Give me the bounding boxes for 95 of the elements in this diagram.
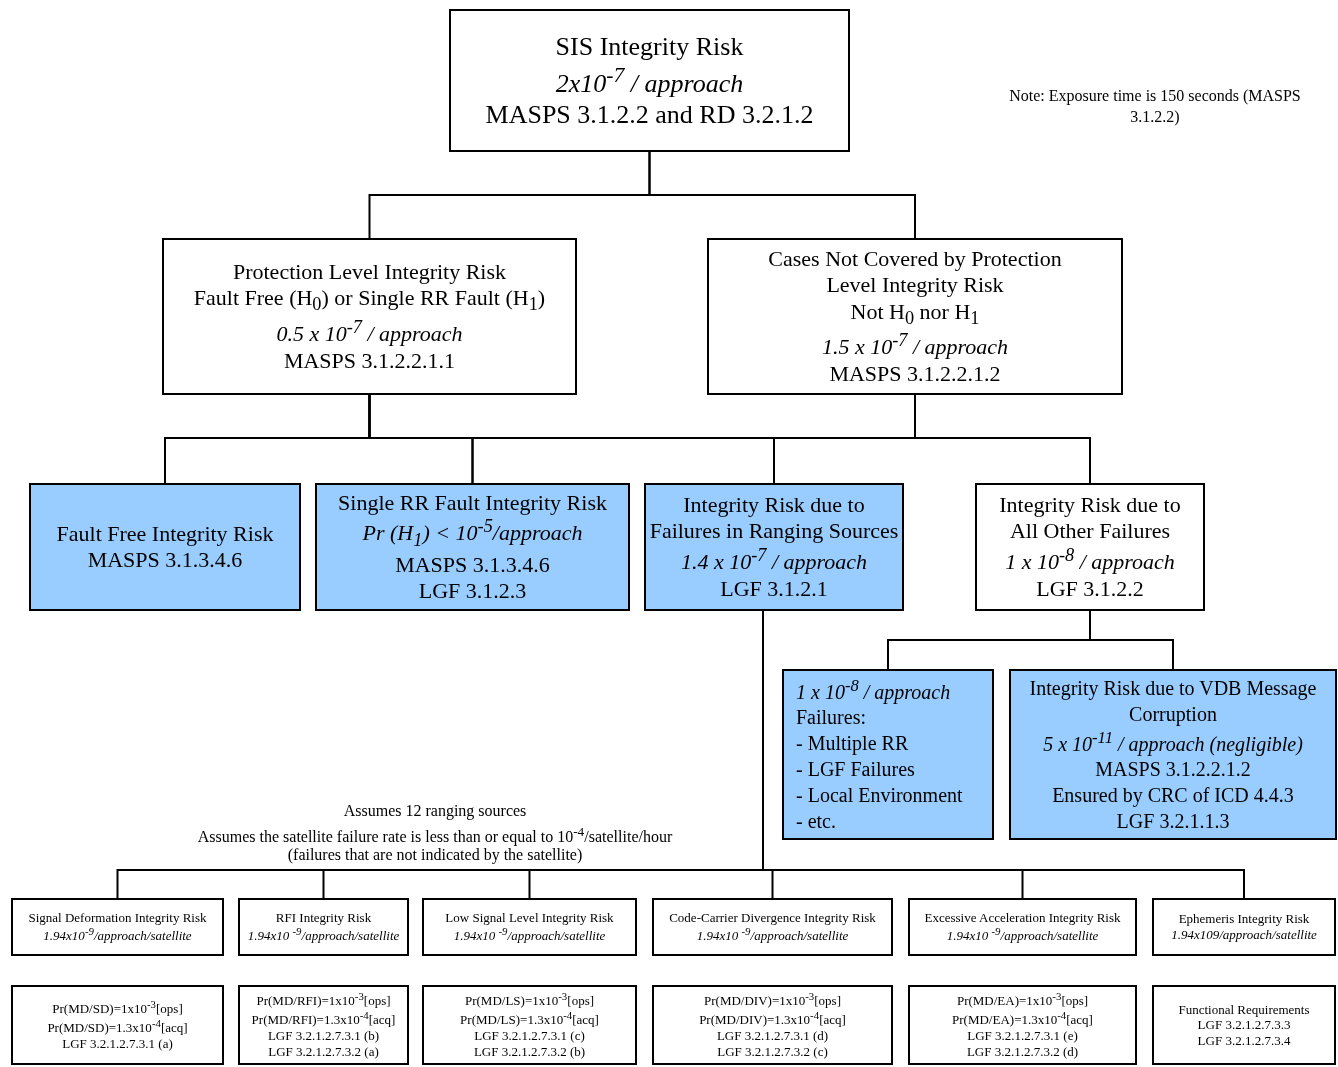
node-text: LGF 3.2.1.2.7.3.1 (e)	[967, 1028, 1078, 1044]
risk-box	[29, 483, 301, 611]
node-text: LGF 3.1.2.2	[1036, 575, 1144, 602]
node-text: 1 x 10$^{-8}$ / approach	[1005, 544, 1175, 576]
risk-box	[11, 898, 224, 956]
node-text: LGF 3.2.1.2.7.3.1 (a)	[62, 1036, 173, 1052]
node-text: Pr (H$_{1}$) < 10$^{-5}$/approach	[362, 515, 583, 552]
risk-box	[652, 898, 893, 956]
node-text: Integrity Risk due to Failures in Ranging Sources	[649, 492, 899, 545]
connector-line	[914, 394, 1091, 484]
node-text: LGF 3.2.1.2.7.3.2 (b)	[473, 1043, 586, 1060]
node-text: 1.94x10 $^{-9}$/approach/satellite	[696, 925, 849, 945]
node-text: Pr(MD/EA)=1.3x10$^{-4}$[acq]	[952, 1009, 1093, 1029]
node-text: Pr(MD/SD)=1x10$^{-3}$[ops]	[52, 998, 183, 1018]
node-text: Fault Free (H$_{0}$) or Single RR Fault (H$_{1}$)	[193, 285, 546, 317]
node-text: MASPS 3.1.2.2.1.2	[829, 360, 1001, 388]
node-text: Pr(MD/RFI)=1.3x10$^{-4}$[acq]	[251, 1009, 396, 1029]
top-risk-box	[449, 9, 850, 152]
node-text: MASPS 3.1.2.2 and RD 3.2.1.2	[485, 98, 814, 131]
note-text: Assumes 12 ranging sources	[342, 801, 528, 822]
risk-box	[908, 898, 1137, 956]
node-text: LGF 3.1.2.1	[720, 575, 828, 602]
node-text: 1.94x109/approach/satellite	[1171, 927, 1317, 943]
connector-line	[1089, 610, 1174, 670]
note-text: Assumes the satellite failure rate is less than or equal to 10$^{-4}$/satellite/hour	[196, 823, 674, 848]
requirement-box	[238, 985, 409, 1065]
node-text: LGF 3.1.2.3	[418, 578, 527, 605]
node-text: Pr(MD/DIV)=1.3x10$^{-4}$[acq]	[699, 1009, 846, 1029]
connector-line	[648, 151, 916, 239]
node-text: LGF 3.2.1.2.7.3.2 (c)	[717, 1043, 828, 1060]
requirement-box	[11, 985, 224, 1065]
node-text: Code-Carrier Divergence Integrity Risk	[669, 909, 876, 926]
node-text: 1.94x10 $^{-9}$/approach/satellite	[247, 925, 400, 945]
node-text: Pr(MD/RFI)=1x10$^{-3}$[ops]	[256, 990, 391, 1010]
risk-box	[422, 898, 637, 956]
node-text: - LGF Failures	[796, 757, 915, 783]
node-text: - Multiple RR	[796, 731, 909, 757]
node-text: MASPS 3.1.2.2.1.1	[283, 347, 456, 374]
node-text: Integrity Risk due to VDB Message Corruption	[1028, 675, 1318, 727]
node-text: LGF 3.2.1.2.7.3.1 (d)	[716, 1028, 829, 1044]
node-text: 2x10$^{-7}$ / approach	[555, 62, 744, 99]
node-text: MASPS 3.1.2.2.1.2	[1095, 757, 1251, 783]
node-text: Failures:	[796, 705, 866, 731]
node-text: Not H$_{0}$ nor H$_{1}$	[850, 298, 980, 330]
node-text: Excessive Acceleration Integrity Risk	[924, 909, 1121, 926]
requirement-box	[652, 985, 893, 1065]
node-text: MASPS 3.1.3.4.6	[395, 551, 550, 579]
node-text: Pr(MD/LS)=1.3x10$^{-4}$[acq]	[460, 1009, 599, 1029]
node-text: 1 x 10$^{-8}$ / approach	[796, 674, 951, 705]
risk-box	[238, 898, 409, 956]
node-text: LGF 3.2.1.2.7.3.2 (a)	[268, 1043, 379, 1060]
node-text: Pr(MD/LS)=1x10$^{-3}$[ops]	[465, 990, 594, 1010]
node-text: - etc.	[796, 809, 836, 835]
risk-box	[782, 669, 994, 840]
node-text: Protection Level Integrity Risk	[232, 259, 507, 286]
node-text: LGF 3.2.1.2.7.3.3	[1197, 1017, 1291, 1033]
risk-box	[707, 238, 1123, 395]
node-text: Ensured by CRC of ICD 4.4.3	[1052, 783, 1294, 809]
requirement-box	[422, 985, 637, 1065]
node-text: 1.94x10 $^{-9}$/approach/satellite	[453, 925, 606, 945]
node-text: LGF 3.2.1.2.7.3.1 (c)	[474, 1028, 585, 1044]
node-text: Pr(MD/EA)=1x10$^{-3}$[ops]	[956, 990, 1089, 1010]
risk-box	[644, 483, 904, 611]
risk-box	[315, 483, 630, 611]
node-text: SIS Integrity Risk	[555, 30, 744, 63]
node-text: 1.94x10$^{-9}$/approach/satellite	[43, 925, 192, 945]
node-text: LGF 3.2.1.2.7.3.2 (d)	[966, 1043, 1079, 1060]
node-text: Single RR Fault Integrity Risk	[338, 489, 607, 516]
node-text: Functional Requirements	[1178, 1001, 1310, 1018]
node-text: RFI Integrity Risk	[275, 909, 372, 926]
node-text: 1.5 x 10$^{-7}$ / approach	[821, 330, 1009, 361]
requirement-box	[1152, 985, 1336, 1065]
node-text: 0.5 x 10$^{-7}$ / approach	[276, 316, 463, 348]
node-text: Fault Free Integrity Risk	[56, 520, 274, 547]
node-text: Signal Deformation Integrity Risk	[28, 909, 207, 926]
node-text: LGF 3.2.1.1.3	[1116, 809, 1230, 835]
node-text: Ephemeris Integrity Risk	[1178, 911, 1310, 927]
risk-box	[975, 483, 1205, 611]
node-text: 5 x 10$^{-11}$ / approach (negligible)	[1043, 726, 1303, 757]
risk-box	[1152, 898, 1336, 956]
risk-box	[1009, 669, 1337, 840]
node-text: 1.4 x 10$^{-7}$ / approach	[680, 544, 868, 576]
node-text: MASPS 3.1.3.4.6	[87, 547, 243, 574]
risk-box	[162, 238, 577, 395]
node-text: 1.94x10 $^{-9}$/approach/satellite	[946, 925, 1099, 945]
node-text: Pr(MD/SD)=1.3x10$^{-4}$[acq]	[47, 1017, 188, 1037]
note-text: Note: Exposure time is 150 seconds (MASPS 3.1.2.2)	[1008, 86, 1302, 127]
node-text: - Local Environment	[796, 783, 963, 809]
note-text: (failures that are not indicated by the satellite)	[286, 846, 584, 866]
node-text: LGF 3.2.1.2.7.3.1 (b)	[267, 1028, 380, 1044]
node-text: Pr(MD/DIV)=1x10$^{-3}$[ops]	[704, 990, 841, 1010]
requirement-box	[908, 985, 1137, 1065]
node-text: LGF 3.2.1.2.7.3.4	[1197, 1032, 1291, 1049]
node-text: Low Signal Level Integrity Risk	[445, 909, 614, 926]
node-text: Integrity Risk due to All Other Failures	[998, 492, 1182, 545]
